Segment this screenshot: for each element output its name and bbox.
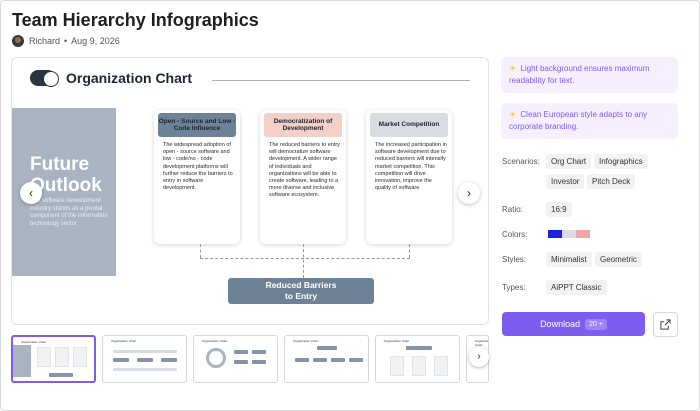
slide-title: Organization Chart: [66, 70, 193, 86]
scenarios-label: Scenarios:: [502, 157, 540, 166]
meta-separator: •: [64, 36, 68, 46]
title-divider: [212, 80, 470, 81]
scenario-tag[interactable]: Infographics: [594, 154, 648, 169]
color-swatch[interactable]: [576, 230, 590, 238]
thumbnail-bar: [349, 358, 363, 362]
thumbnail-side: [13, 345, 31, 377]
card-heading: Market Competition: [370, 113, 448, 137]
thumbnail-title: Organization Chart: [475, 339, 489, 347]
download-label: Download: [540, 319, 581, 329]
thumbnail-card: [37, 347, 51, 367]
card-open-source: Open - Source and Low - Code Influence T…: [154, 110, 240, 244]
tip-text: Clean European style adapts to any corpo…: [509, 110, 648, 131]
style-tag[interactable]: Geometric: [595, 252, 642, 267]
thumbnail-1[interactable]: Organization Chart: [11, 335, 96, 383]
thumbnail-5[interactable]: Organization Chart: [375, 335, 460, 383]
card-heading: Open - Source and Low - Code Influence: [158, 113, 236, 137]
toggle-icon: [30, 70, 59, 87]
thumbnail-bar: [406, 346, 432, 350]
tip-text: Light background ensures maximum readabi…: [509, 64, 650, 85]
thumbnail-bar: [317, 346, 337, 350]
avatar[interactable]: [12, 35, 24, 47]
ratio-tag: 16:9: [546, 202, 572, 217]
download-button[interactable]: Download 20 +: [502, 312, 645, 336]
thumbnail-bar: [137, 358, 153, 362]
side-description: The software development industry stands…: [30, 198, 108, 227]
thumbnail-card: [434, 356, 448, 376]
type-tag[interactable]: AiPPT Classic: [546, 280, 607, 295]
ratio-label: Ratio:: [502, 205, 523, 214]
card-market-competition: Market Competition The increased partici…: [366, 110, 452, 244]
thumbnail-title: Organization Chart: [384, 339, 410, 343]
thumbnail-bar: [234, 360, 248, 364]
card-democratization: Democratization of Development The reduc…: [260, 110, 346, 244]
thumbnail-card: [55, 347, 69, 367]
thumbnail-bar: [49, 373, 73, 377]
thumbnail-card: [390, 356, 404, 376]
styles-label: Styles:: [502, 255, 527, 264]
sun-icon: ☀: [509, 110, 517, 119]
connector-line: [409, 244, 410, 258]
thumbnail-next-button[interactable]: ›: [469, 347, 489, 367]
connector-line: [303, 244, 304, 278]
thumbnail-card: [73, 347, 87, 367]
sun-icon: ☀: [509, 64, 517, 73]
side-heading: Future Outlook: [30, 154, 102, 196]
thumbnail-bar: [113, 350, 177, 353]
download-count-badge: 20 +: [585, 318, 607, 330]
thumbnail-bar: [252, 360, 266, 364]
thumbnail-2[interactable]: Organization Chart: [102, 335, 187, 383]
next-slide-button[interactable]: ›: [458, 182, 480, 204]
reduced-barriers-box: Reduced Barriers to Entry: [228, 278, 374, 304]
style-tag[interactable]: Minimalist: [546, 252, 592, 267]
thumbnail-bar: [113, 368, 177, 371]
thumbnail-bar: [234, 350, 248, 354]
thumbnail-bar: [313, 358, 327, 362]
connector-line: [200, 244, 201, 258]
page-title: Team Hierarchy Infographics: [12, 10, 259, 30]
types-label: Types:: [502, 283, 526, 292]
share-icon: [660, 319, 671, 330]
side-heading-line1: Future: [30, 154, 90, 175]
side-heading-line2: Outlook: [30, 175, 102, 196]
card-heading: Democratization of Development: [264, 113, 342, 137]
thumbnail-strip: Organization Chart Organization Chart Or…: [11, 335, 489, 383]
color-swatch[interactable]: [562, 230, 576, 238]
thumbnail-3[interactable]: Organization Chart: [193, 335, 278, 383]
previous-slide-button[interactable]: ‹: [20, 182, 42, 204]
thumbnail-card: [412, 356, 426, 376]
publish-date: Aug 9, 2026: [71, 36, 120, 46]
thumbnail-bar: [113, 358, 129, 362]
thumbnail-bar: [331, 358, 345, 362]
card-body: The increased participation in software …: [375, 142, 447, 192]
share-button[interactable]: [653, 312, 678, 337]
thumbnail-bar: [295, 358, 309, 362]
card-body: The widespread adoption of open - source…: [163, 142, 233, 192]
tip-light-background: ☀ Light background ensures maximum reada…: [501, 57, 678, 93]
slide-header: Organization Chart: [30, 70, 193, 87]
thumbnail-title: Organization Chart: [293, 339, 319, 343]
thumbnail-bar: [252, 350, 266, 354]
thumbnail-4[interactable]: Organization Chart: [284, 335, 369, 383]
author-name[interactable]: Richard: [29, 36, 61, 46]
scenario-tag[interactable]: Investor: [546, 174, 585, 189]
thumbnail-title: Organization Chart: [111, 339, 137, 343]
color-swatch[interactable]: [548, 230, 562, 238]
thumbnail-title: Organization Chart: [21, 340, 47, 344]
connector-line: [200, 258, 410, 259]
scenario-tag[interactable]: Org Chart: [546, 154, 592, 169]
bottom-box-line2: to Entry: [284, 291, 318, 301]
bottom-box-line1: Reduced Barriers: [265, 280, 337, 290]
thumbnail-bar: [161, 358, 177, 362]
colors-label: Colors:: [502, 230, 528, 239]
thumbnail-title: Organization Chart: [202, 339, 228, 343]
tip-european-style: ☀ Clean European style adapts to any cor…: [501, 103, 678, 139]
scenario-tag[interactable]: Pitch Deck: [587, 174, 636, 189]
card-body: The reduced barriers to entry will democ…: [269, 142, 340, 199]
author-meta: Richard • Aug 9, 2026: [12, 35, 120, 47]
thumbnail-circle: [206, 348, 226, 368]
slide-preview: Organization Chart Future Outlook The so…: [11, 57, 489, 325]
